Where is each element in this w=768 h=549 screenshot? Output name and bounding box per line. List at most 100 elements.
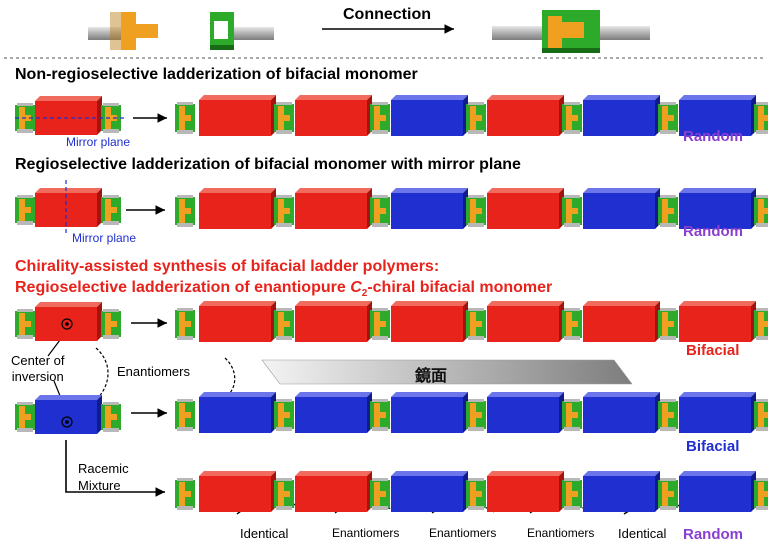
row4-block-4 <box>583 392 660 433</box>
row1-connector-4 <box>562 102 582 134</box>
label-identical-2: Identical <box>618 526 667 541</box>
monomer-3-body <box>35 302 102 341</box>
row3-connector-3 <box>466 308 486 340</box>
mirror-plane-label-1: Mirror plane <box>66 135 131 149</box>
monomer-4-right-connector <box>101 402 121 432</box>
row4-connector-3 <box>466 399 486 431</box>
row2-connector-4 <box>562 195 582 227</box>
monomer-4-body <box>35 395 102 434</box>
monomer-2-body <box>35 188 102 227</box>
title-part-pre: Regioselective ladderization of enantiop… <box>15 279 351 296</box>
center-line2: inversion <box>11 369 64 384</box>
racemic-line1: Racemic <box>78 461 129 476</box>
row5-connector-2 <box>370 478 390 510</box>
row2-block-3 <box>487 188 564 229</box>
row3-block-3 <box>487 301 564 342</box>
row3-connector-5 <box>658 308 678 340</box>
row1-connector-1 <box>274 102 294 134</box>
row2-connector-5 <box>658 195 678 227</box>
label-identical-1: Identical <box>240 526 289 541</box>
label-enantiomers-2: Enantiomers <box>429 526 497 540</box>
row1-block-0 <box>199 95 276 136</box>
row3-block-0 <box>199 301 276 342</box>
outcome-random-2: Random <box>683 223 743 240</box>
row1-connector-0 <box>175 102 195 134</box>
inversion-center-2 <box>61 416 73 428</box>
row4-block-2 <box>391 392 468 433</box>
row1-connector-3 <box>466 102 486 134</box>
label-enantiomers-1: Enantiomers <box>332 526 400 540</box>
section-title-regioselective: Regioselective ladderization of bifacial… <box>15 156 521 173</box>
row1-connector-2 <box>370 102 390 134</box>
row2-connector-2 <box>370 195 390 227</box>
inversion-dot-2 <box>65 420 69 424</box>
row4-connector-4 <box>562 399 582 431</box>
row3-connector-2 <box>370 308 390 340</box>
title-part-post: -chiral bifacial monomer <box>367 279 553 296</box>
mirror-kanji-label: 鏡面 <box>415 368 448 385</box>
row4-connector-6 <box>754 399 768 431</box>
row2-block-2 <box>391 188 468 229</box>
row2-block-5 <box>679 188 756 229</box>
row3-block-2 <box>391 301 468 342</box>
row2-connector-1 <box>274 195 294 227</box>
row3-connector-0 <box>175 308 195 340</box>
row3-connector-6 <box>754 308 768 340</box>
legend-lock <box>210 12 274 50</box>
title-italic-c: C <box>350 279 362 296</box>
row2-block-4 <box>583 188 660 229</box>
row4-block-5 <box>679 392 756 433</box>
row2-block-0 <box>199 188 276 229</box>
row4-block-3 <box>487 392 564 433</box>
racemic-line2: Mixture <box>78 478 121 493</box>
row5-connector-1 <box>274 478 294 510</box>
row5-block-1 <box>295 471 372 512</box>
row5-connector-6 <box>754 478 768 510</box>
monomer-2-left-connector <box>15 195 35 225</box>
row5-connector-3 <box>466 478 486 510</box>
legend-key <box>88 12 158 50</box>
outcome-bifacial-red: Bifacial <box>686 342 740 359</box>
row3-block-5 <box>679 301 756 342</box>
row4-block-1 <box>295 392 372 433</box>
legend-connected <box>492 10 650 53</box>
outcome-random-1: Random <box>683 128 743 145</box>
section-title-chirality-line1: Chirality-assisted synthesis of bifacial… <box>15 258 440 275</box>
mirror-plane-label-2: Mirror plane <box>72 231 137 245</box>
label-enantiomers-3: Enantiomers <box>527 526 595 540</box>
row4-connector-1 <box>274 399 294 431</box>
outcome-bifacial-blue: Bifacial <box>686 438 740 455</box>
row1-connector-6 <box>754 102 768 134</box>
racemic-arrow <box>65 440 165 497</box>
row5-connector-4 <box>562 478 582 510</box>
row3-block-4 <box>583 301 660 342</box>
row3-connector-4 <box>562 308 582 340</box>
row1-block-4 <box>583 95 660 136</box>
row1-block-1 <box>295 95 372 136</box>
inversion-dot-1 <box>65 322 69 326</box>
row5-block-5 <box>679 471 756 512</box>
inversion-center-1 <box>61 318 73 330</box>
row1-connector-5 <box>658 102 678 134</box>
row1-block-2 <box>391 95 468 136</box>
row5-connector-0 <box>175 478 195 510</box>
title-subscript: 2 <box>361 288 368 300</box>
monomer-enantiomer-curve <box>95 347 109 401</box>
row1-block-3 <box>487 95 564 136</box>
row4-connector-0 <box>175 399 195 431</box>
row5-block-2 <box>391 471 468 512</box>
section-title-chirality-line2: Regioselective ladderization of enantiop… <box>15 279 552 299</box>
row2-connector-3 <box>466 195 486 227</box>
monomer-1-right-connector <box>101 103 121 133</box>
section-title-non-regioselective: Non-regioselective ladderization of bifa… <box>15 66 418 83</box>
row3-block-1 <box>295 301 372 342</box>
row5-block-0 <box>199 471 276 512</box>
row3-connector-1 <box>274 308 294 340</box>
outcome-random-3: Random <box>683 526 743 543</box>
monomer-4-left-connector <box>15 402 35 432</box>
enantiomers-label: Enantiomers <box>117 364 190 379</box>
monomer-2-right-connector <box>101 195 121 225</box>
